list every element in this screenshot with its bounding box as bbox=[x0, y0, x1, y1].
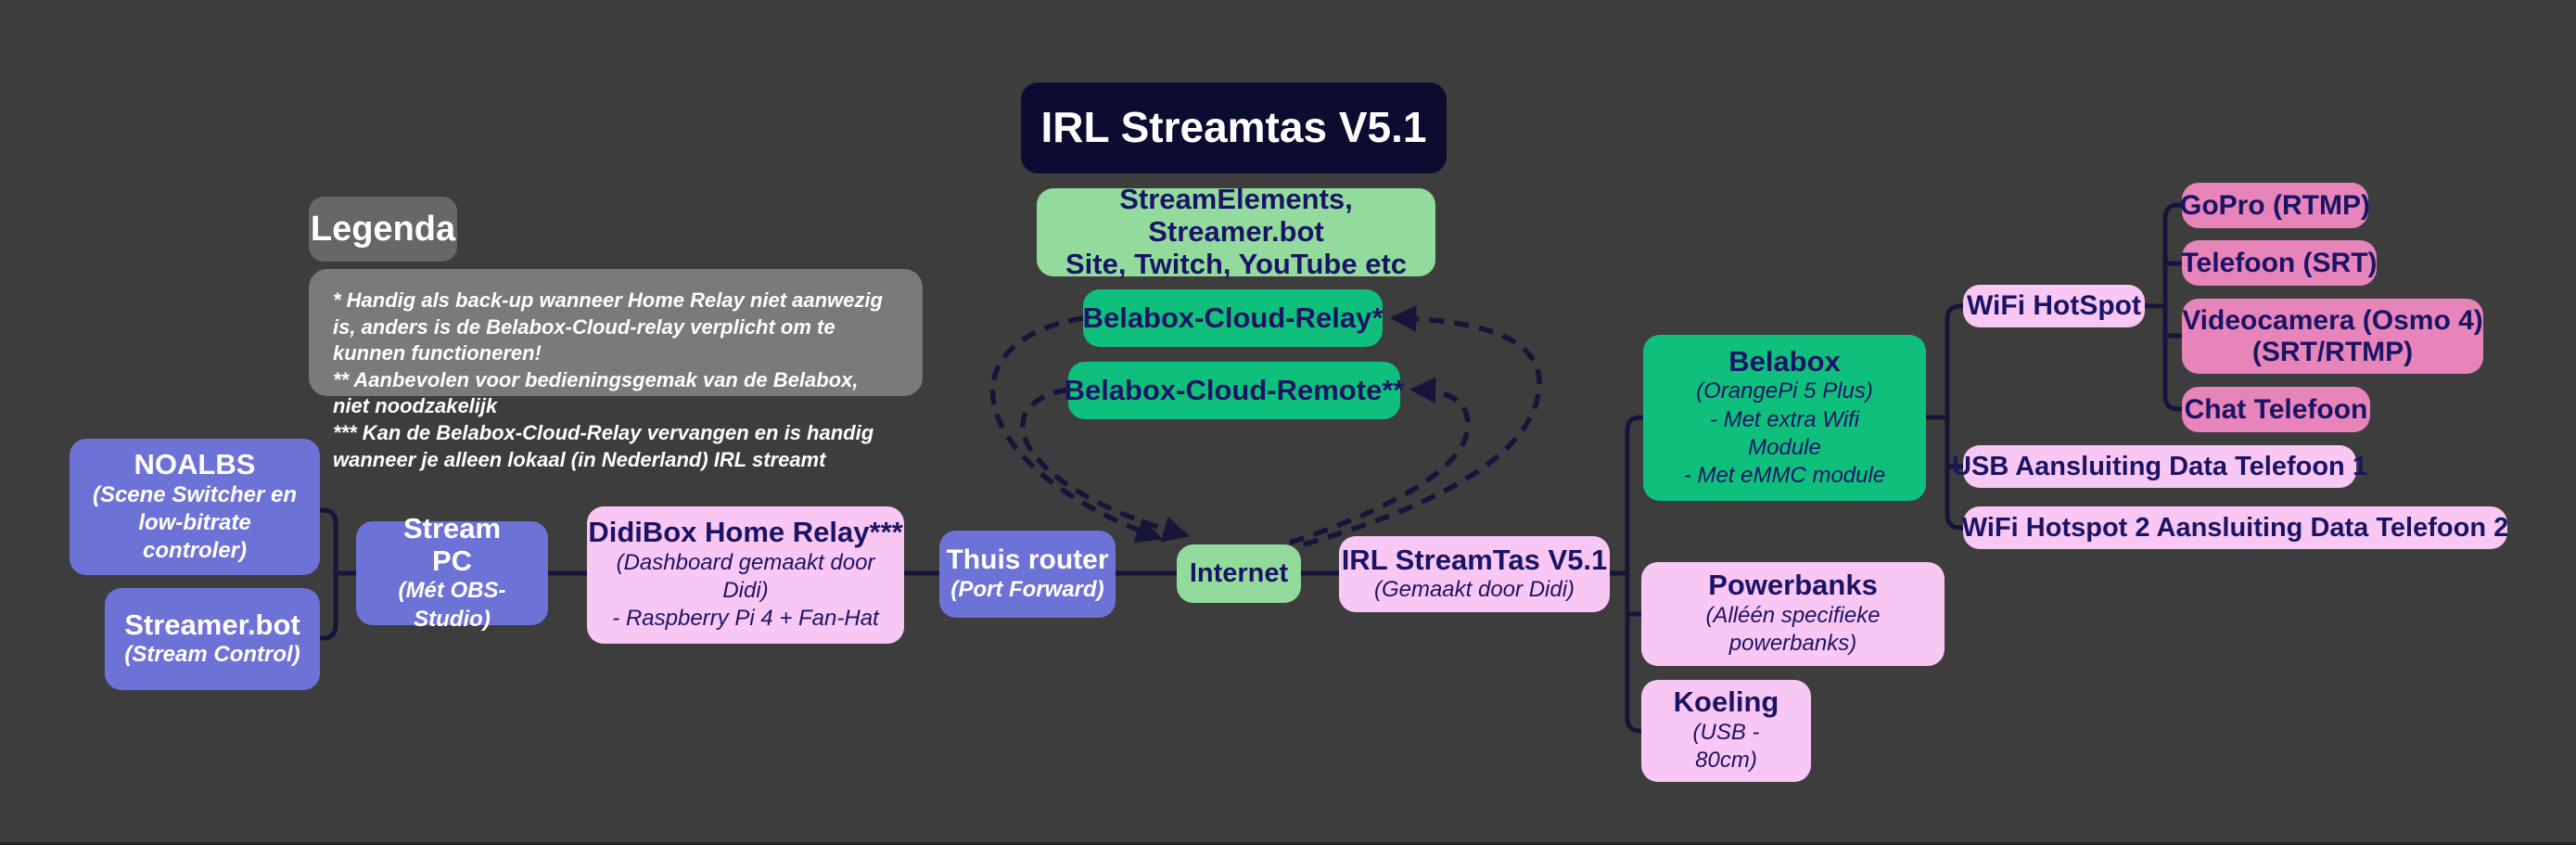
node-subtitle: (Port Forward) bbox=[950, 576, 1104, 602]
node-usb-data-telefoon-1[interactable]: USB Aansluiting Data Telefoon 1 bbox=[1952, 445, 2367, 488]
node-title: Stream PC bbox=[402, 512, 502, 577]
node-title: WiFi Hotspot 2 Aansluiting Data Telefoon… bbox=[1961, 512, 2509, 543]
edge-irl-spine bbox=[1625, 415, 1646, 734]
node-wifi-hotspot[interactable]: WiFi HotSpot bbox=[1963, 285, 2145, 327]
node-title: GoPro (RTMP) bbox=[2180, 189, 2370, 221]
solid-connectors bbox=[317, 202, 2185, 734]
legend-header: Legenda bbox=[309, 197, 457, 262]
node-title-line2: Site, Twitch, YouTube etc bbox=[1065, 247, 1408, 280]
node-diagram-title[interactable]: IRL Streamtas V5.1 bbox=[1021, 83, 1447, 173]
node-wifi-hotspot-2-data-telefoon-2[interactable]: WiFi Hotspot 2 Aansluiting Data Telefoon… bbox=[1961, 506, 2509, 549]
node-belabox[interactable]: Belabox (OrangePi 5 Plus) - Met extra Wi… bbox=[1643, 335, 1926, 501]
node-stream-services[interactable]: StreamElements, Streamer.bot Site, Twitc… bbox=[1037, 183, 1435, 280]
edge-belabox-spine bbox=[1945, 303, 1966, 531]
node-gopro[interactable]: GoPro (RTMP) bbox=[2180, 183, 2370, 228]
edge-remote-to-internet bbox=[1020, 387, 1191, 543]
node-telefoon[interactable]: Telefoon (SRT) bbox=[2181, 240, 2378, 286]
node-title: Belabox-Cloud-Remote** bbox=[1064, 373, 1405, 406]
node-subtitle-2: - Met extra Wifi Module bbox=[1709, 406, 1860, 460]
node-internet[interactable]: Internet bbox=[1177, 544, 1301, 603]
legend-note-1: * Handig als back-up wanneer Home Relay … bbox=[333, 288, 883, 365]
node-irl-streamtas[interactable]: IRL StreamTas V5.1 (Gemaakt door Didi) bbox=[1339, 536, 1610, 612]
node-didibox-home-relay[interactable]: DidiBox Home Relay*** (Dashboard gemaakt… bbox=[587, 506, 904, 644]
node-subtitle-2: 80cm) bbox=[1695, 748, 1757, 774]
node-title: DidiBox Home Relay*** bbox=[588, 516, 903, 549]
node-subtitle: (OrangePi 5 Plus) bbox=[1696, 378, 1873, 404]
edge-relay-to-internet bbox=[989, 315, 1164, 544]
node-title: Streamer.bot bbox=[124, 608, 300, 641]
node-title: Chat Telefoon bbox=[2184, 393, 2368, 425]
node-belabox-cloud-remote[interactable]: Belabox-Cloud-Remote** bbox=[1065, 362, 1404, 419]
node-title: Koeling bbox=[1673, 685, 1779, 719]
node-title: Powerbanks bbox=[1708, 569, 1878, 602]
node-powerbanks[interactable]: Powerbanks (Alléén specifieke powerbanks… bbox=[1641, 562, 1945, 666]
node-subtitle-2: - Raspberry Pi 4 + Fan-Hat bbox=[612, 606, 879, 632]
node-title: Telefoon (SRT) bbox=[2181, 247, 2378, 278]
node-koeling[interactable]: Koeling (USB - 80cm) bbox=[1641, 680, 1811, 782]
edge-camera-spine bbox=[2162, 202, 2185, 412]
node-streamer-bot[interactable]: Streamer.bot (Stream Control) bbox=[105, 588, 320, 690]
node-subtitle: (Gemaakt door Didi) bbox=[1373, 577, 1575, 603]
edge-noalbs-streamerbot-bracket bbox=[317, 507, 338, 641]
node-title-line2: (SRT/RTMP) bbox=[2251, 336, 2414, 367]
edge-internet-to-relay bbox=[1303, 305, 1542, 547]
node-subtitle: (Dashboard gemaakt door Didi) bbox=[616, 550, 875, 604]
dashed-connectors bbox=[989, 305, 1542, 547]
node-title: Thuis router bbox=[946, 544, 1109, 576]
node-subtitle: (Alléén specifieke powerbanks) bbox=[1705, 603, 1881, 657]
diagram-title-label: IRL Streamtas V5.1 bbox=[1040, 103, 1427, 152]
node-videocamera[interactable]: Videocamera (Osmo 4) (SRT/RTMP) bbox=[2182, 299, 2483, 374]
node-subtitle: (USB - bbox=[1692, 720, 1760, 746]
node-stream-pc[interactable]: Stream PC (Mét OBS-Studio) bbox=[356, 512, 548, 632]
node-title: IRL StreamTas V5.1 bbox=[1341, 543, 1608, 576]
node-noalbs[interactable]: NOALBS (Scene Switcher en low-bitrate co… bbox=[70, 439, 320, 575]
node-title: USB Aansluiting Data Telefoon 1 bbox=[1952, 451, 2367, 481]
legend-note-3: *** Kan de Belabox-Cloud-Relay vervangen… bbox=[333, 420, 874, 471]
legend-header-label: Legenda bbox=[310, 209, 456, 249]
node-subtitle: (Scene Switcher en low-bitrate controler… bbox=[92, 481, 298, 563]
node-subtitle-3: - Met eMMC module bbox=[1683, 463, 1886, 489]
node-title: Belabox bbox=[1728, 344, 1841, 378]
legend-body: * Handig als back-up wanneer Home Relay … bbox=[309, 269, 923, 471]
legend-note-2: ** Aanbevolen voor bedieningsgemak van d… bbox=[333, 367, 859, 418]
node-title: StreamElements, Streamer.bot bbox=[1119, 183, 1353, 249]
node-title: NOALBS bbox=[134, 447, 256, 480]
node-title: WiFi HotSpot bbox=[1966, 290, 2141, 322]
node-belabox-cloud-relay[interactable]: Belabox-Cloud-Relay* bbox=[1083, 289, 1383, 347]
node-subtitle: (Mét OBS-Studio) bbox=[398, 578, 506, 632]
node-title: Internet bbox=[1189, 558, 1289, 589]
edge-internet-to-remote bbox=[1289, 377, 1471, 545]
node-thuis-router[interactable]: Thuis router (Port Forward) bbox=[939, 531, 1116, 618]
node-title: Belabox-Cloud-Relay* bbox=[1082, 301, 1384, 334]
node-title: Videocamera (Osmo 4) bbox=[2182, 304, 2483, 336]
node-chat-telefoon[interactable]: Chat Telefoon bbox=[2182, 387, 2370, 432]
node-subtitle: (Stream Control) bbox=[124, 642, 300, 668]
bottom-edge bbox=[0, 842, 2576, 845]
